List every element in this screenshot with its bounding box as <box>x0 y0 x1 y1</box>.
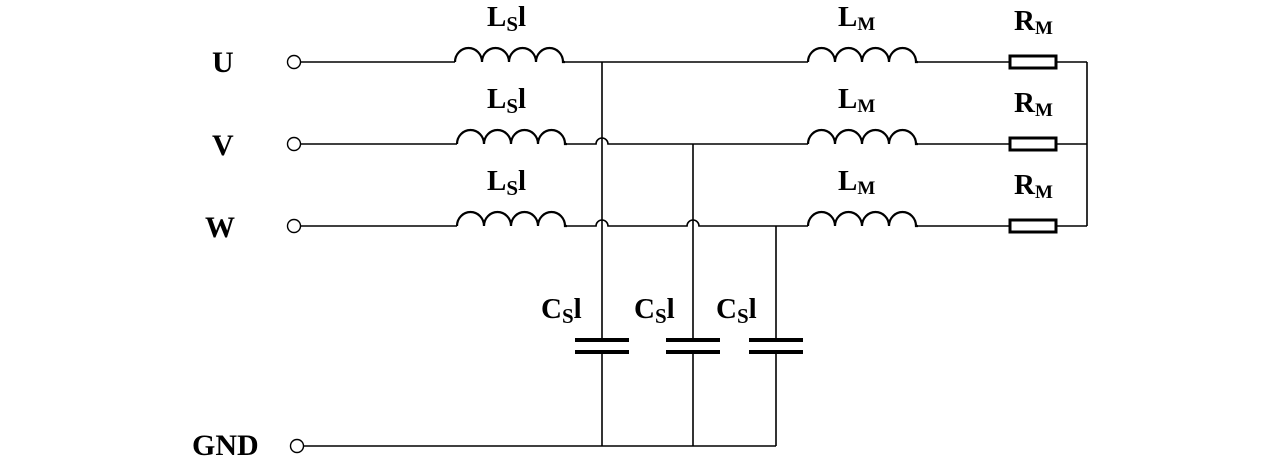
phase-w-line <box>300 210 1087 234</box>
cs-label-u: CSl <box>541 293 582 328</box>
capacitor-branch-v <box>666 144 720 446</box>
capacitor-branch-u <box>575 62 629 446</box>
rm-label-u: RM <box>1014 5 1053 39</box>
ls-label-w: LSl <box>487 165 526 200</box>
terminal-v-label: V <box>212 129 234 162</box>
ls-label-v: LSl <box>487 83 526 118</box>
phase-u-line <box>300 46 1087 70</box>
terminal-u-label: U <box>212 46 234 79</box>
lm-label-w: LM <box>838 165 875 199</box>
ls-label-u: LSl <box>487 1 526 36</box>
capacitor-branch-w <box>749 226 803 446</box>
terminal-u-node <box>286 54 302 70</box>
terminal-gnd-label: GND <box>192 429 259 462</box>
terminal-w-label: W <box>205 211 235 244</box>
cs-label-w: CSl <box>716 293 757 328</box>
cs-label-v: CSl <box>634 293 675 328</box>
lm-label-u: LM <box>838 1 875 35</box>
rm-label-v: RM <box>1014 87 1053 121</box>
terminal-gnd-node <box>289 438 305 454</box>
lm-label-v: LM <box>838 83 875 117</box>
rm-label-w: RM <box>1014 169 1053 203</box>
terminal-v-node <box>286 136 302 152</box>
terminal-w-node <box>286 218 302 234</box>
